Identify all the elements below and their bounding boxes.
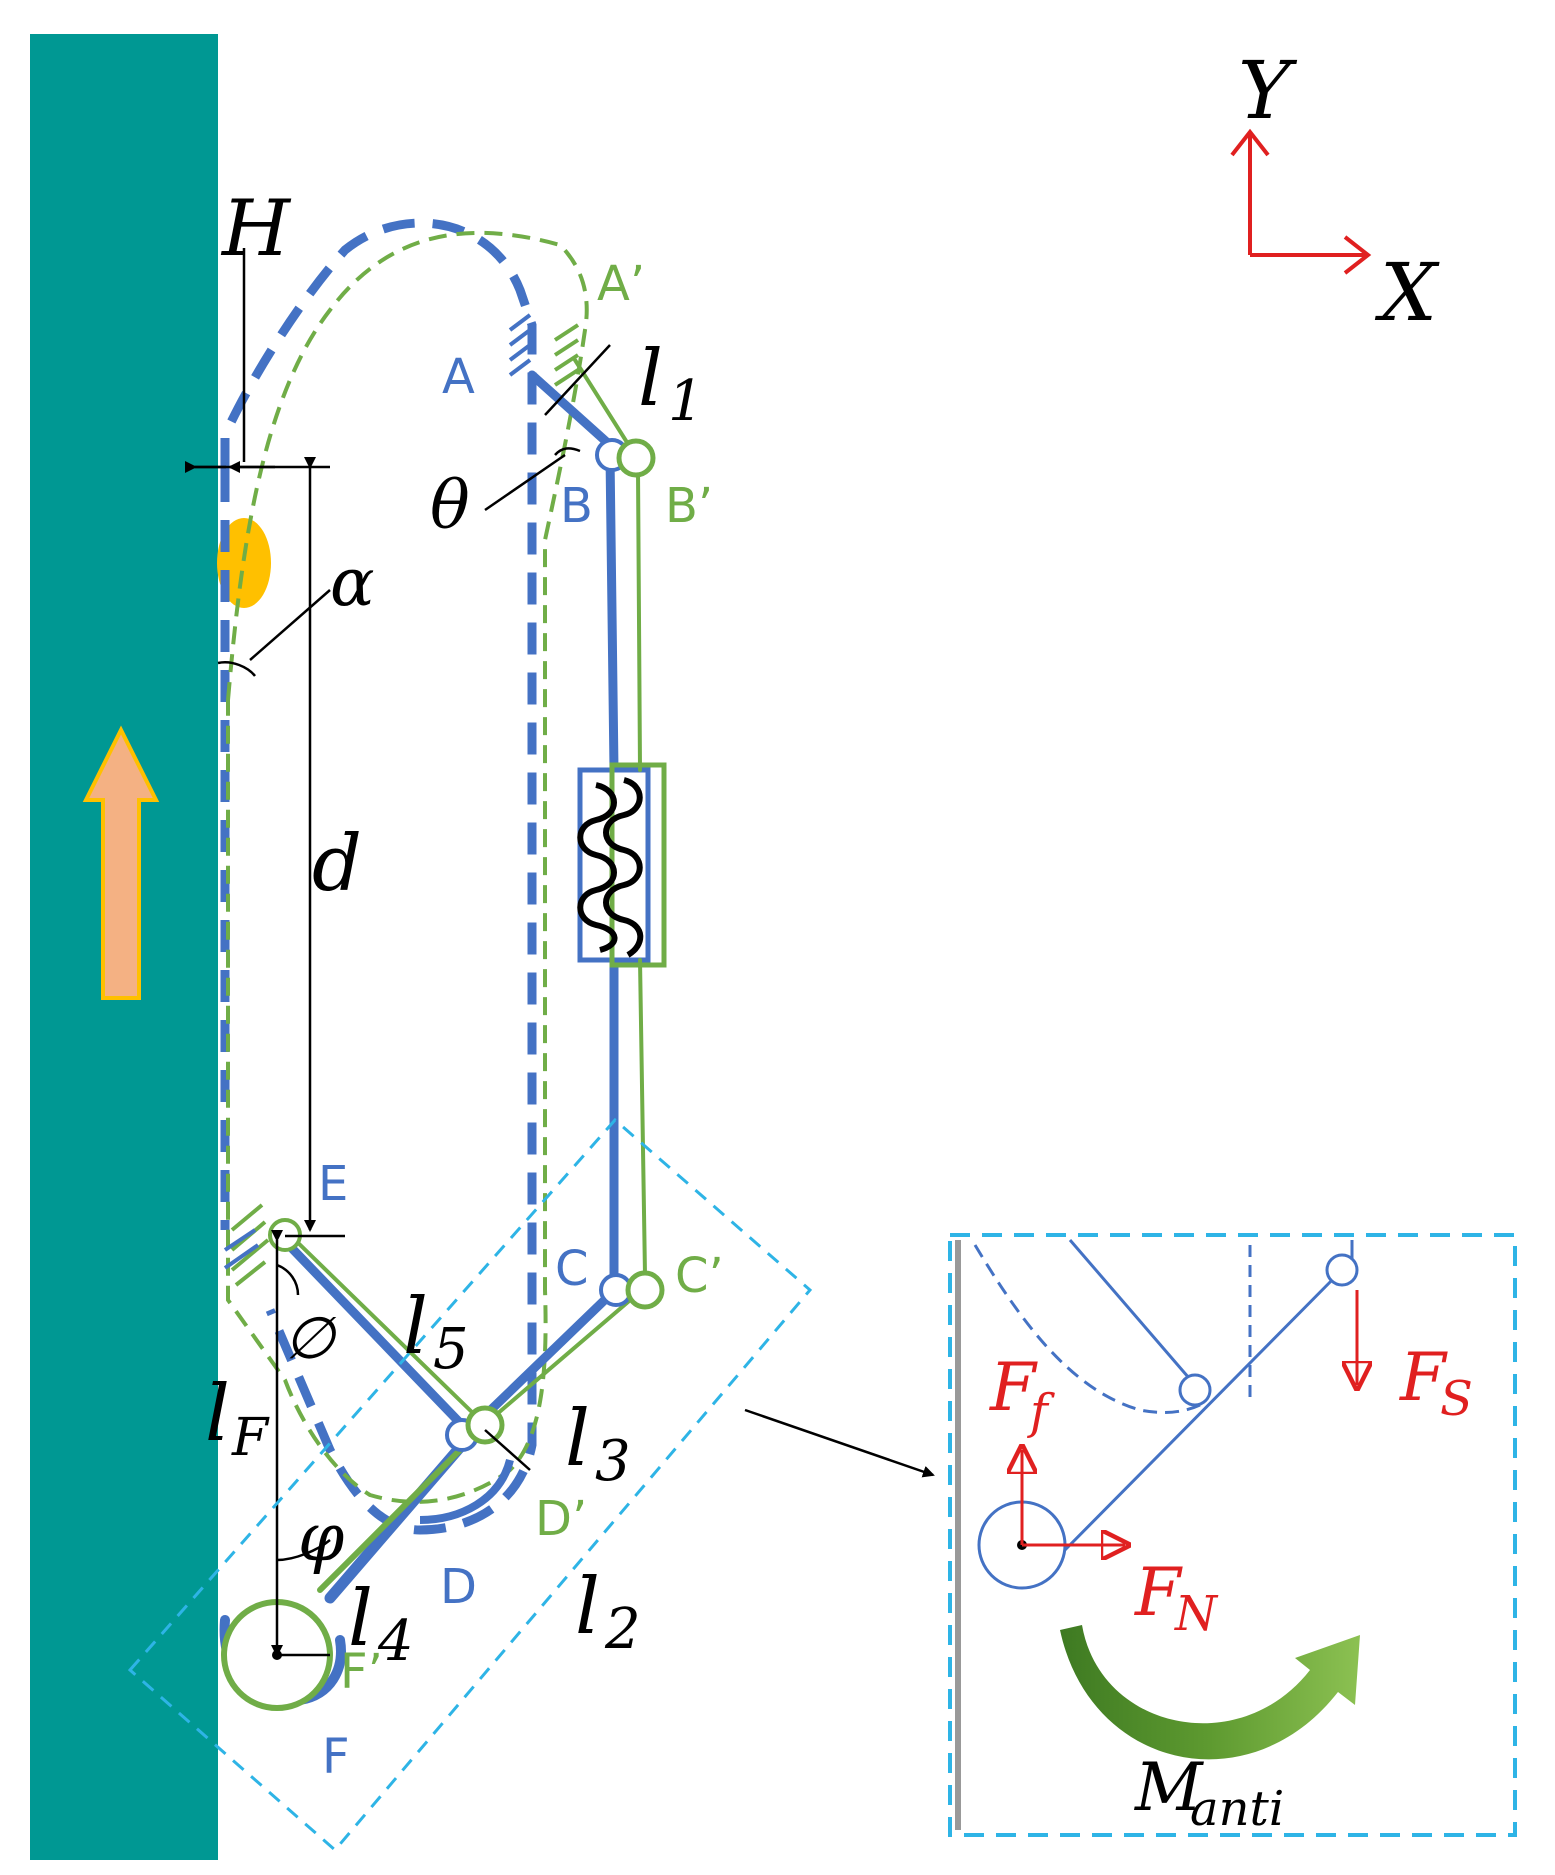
svg-text:F: F <box>1399 1339 1448 1416</box>
label-d: d <box>312 819 362 909</box>
label-C-prime: C’ <box>675 1248 724 1304</box>
label-A: A <box>442 349 475 405</box>
foot-highlight-box <box>127 1117 813 1853</box>
hatch-E-blue <box>223 1228 260 1270</box>
svg-text:M: M <box>1134 1749 1204 1826</box>
svg-text:l: l <box>348 1574 373 1664</box>
joint-C-green <box>625 1270 665 1310</box>
label-M-anti: M anti <box>1134 1749 1284 1837</box>
svg-text:F: F <box>231 1408 270 1468</box>
label-B: B <box>560 478 593 534</box>
svg-text:5: 5 <box>433 1317 469 1382</box>
label-Fs: F S <box>1399 1339 1473 1427</box>
svg-text:4: 4 <box>377 1609 414 1674</box>
label-C: C <box>555 1241 589 1297</box>
label-l1: l 1 <box>638 334 704 434</box>
hatch-E-green <box>230 1203 270 1287</box>
y-axis-label: Y <box>1238 44 1298 137</box>
label-l2: l 2 <box>575 1562 641 1662</box>
climb-direction-arrow <box>82 725 160 1000</box>
label-phi-var: φ <box>298 1499 344 1576</box>
inset-free-body <box>948 1233 1517 1837</box>
label-F-prime: F’ <box>340 1644 383 1700</box>
svg-text:1: 1 <box>668 369 704 434</box>
green-linkage <box>288 358 647 1593</box>
label-l4: l 4 <box>348 1574 414 1674</box>
label-l3: l 3 <box>565 1394 631 1494</box>
label-F: F <box>322 1729 350 1785</box>
svg-text:l: l <box>403 1282 428 1372</box>
svg-text:S: S <box>1440 1371 1473 1427</box>
svg-text:l: l <box>565 1394 590 1484</box>
moment-arrow-icon <box>1060 1625 1360 1760</box>
svg-text:l: l <box>575 1562 600 1652</box>
label-phi-empty: ∅ <box>284 1304 337 1372</box>
svg-text:l: l <box>638 334 663 424</box>
svg-text:2: 2 <box>604 1597 641 1662</box>
label-lF: l F <box>205 1369 270 1468</box>
label-H: H <box>220 184 292 274</box>
contact-point <box>217 518 271 608</box>
joint-D-green <box>465 1405 505 1445</box>
label-l5: l 5 <box>403 1282 469 1382</box>
arc-D-blue <box>419 1458 514 1524</box>
label-A-prime: A’ <box>597 256 645 312</box>
svg-text:F: F <box>1134 1554 1183 1631</box>
x-axis-label: X <box>1374 246 1440 339</box>
joint-B-green <box>616 438 656 478</box>
svg-text:F: F <box>989 1349 1038 1426</box>
svg-text:l: l <box>205 1369 230 1459</box>
label-B-prime: B’ <box>665 478 713 534</box>
label-D: D <box>440 1559 477 1615</box>
label-theta: θ <box>430 467 470 544</box>
label-alpha: α <box>330 544 375 621</box>
hatch-A-green <box>553 323 580 387</box>
green-dashed-outline <box>226 230 589 1504</box>
label-FN: F N <box>1134 1554 1219 1642</box>
svg-text:3: 3 <box>595 1429 631 1494</box>
spring-coil-1 <box>577 782 618 953</box>
dimension-lines <box>185 248 935 1657</box>
svg-text:anti: anti <box>1190 1781 1284 1837</box>
hatch-A-blue <box>508 313 532 377</box>
spring-coil-2 <box>603 777 644 958</box>
label-D-prime: D’ <box>535 1491 587 1547</box>
label-E: E <box>318 1156 348 1212</box>
svg-text:N: N <box>1174 1586 1219 1642</box>
axes-icon <box>1230 128 1372 275</box>
